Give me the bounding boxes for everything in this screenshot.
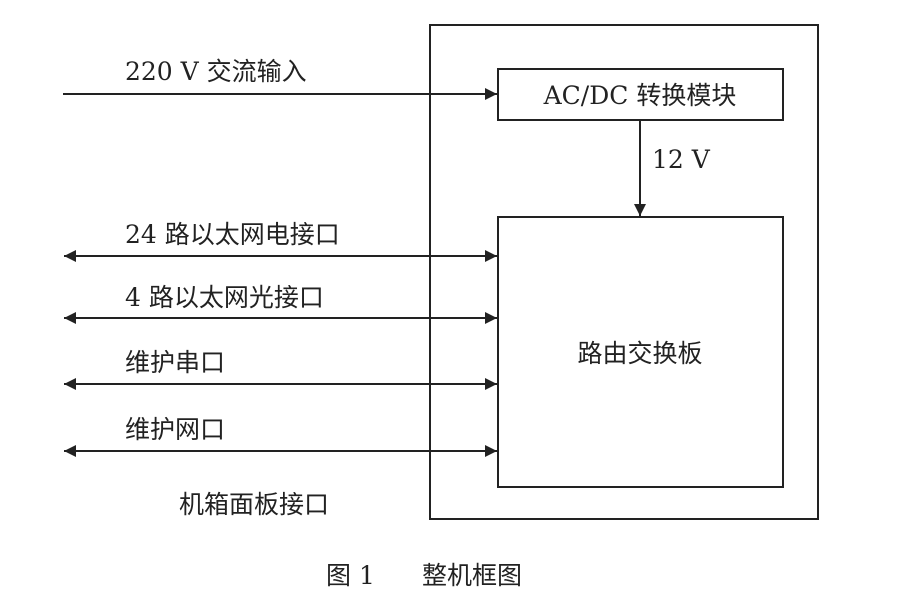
acdc-module-label: AC/DC 转换模块: [543, 81, 737, 110]
interface-label-ethernet-electrical: 24 路以太网电接口: [125, 220, 340, 249]
figure-title: 整机框图: [422, 561, 522, 590]
router-board-box: [497, 216, 784, 488]
interface-label-ethernet-optical: 4 路以太网光接口: [125, 283, 324, 312]
figure-number: 图 1: [326, 561, 375, 590]
interface-label-maintenance-serial: 维护串口: [125, 348, 225, 377]
router-board-label: 路由交换板: [577, 339, 702, 368]
chassis-panel-label: 机箱面板接口: [179, 490, 329, 519]
dc-12v-label: 12 V: [652, 145, 711, 174]
chassis-box: [429, 24, 819, 520]
acdc-module-box: [497, 68, 784, 121]
ac-input-label: 220 V 交流输入: [125, 57, 307, 86]
interface-label-maintenance-network: 维护网口: [125, 415, 225, 444]
